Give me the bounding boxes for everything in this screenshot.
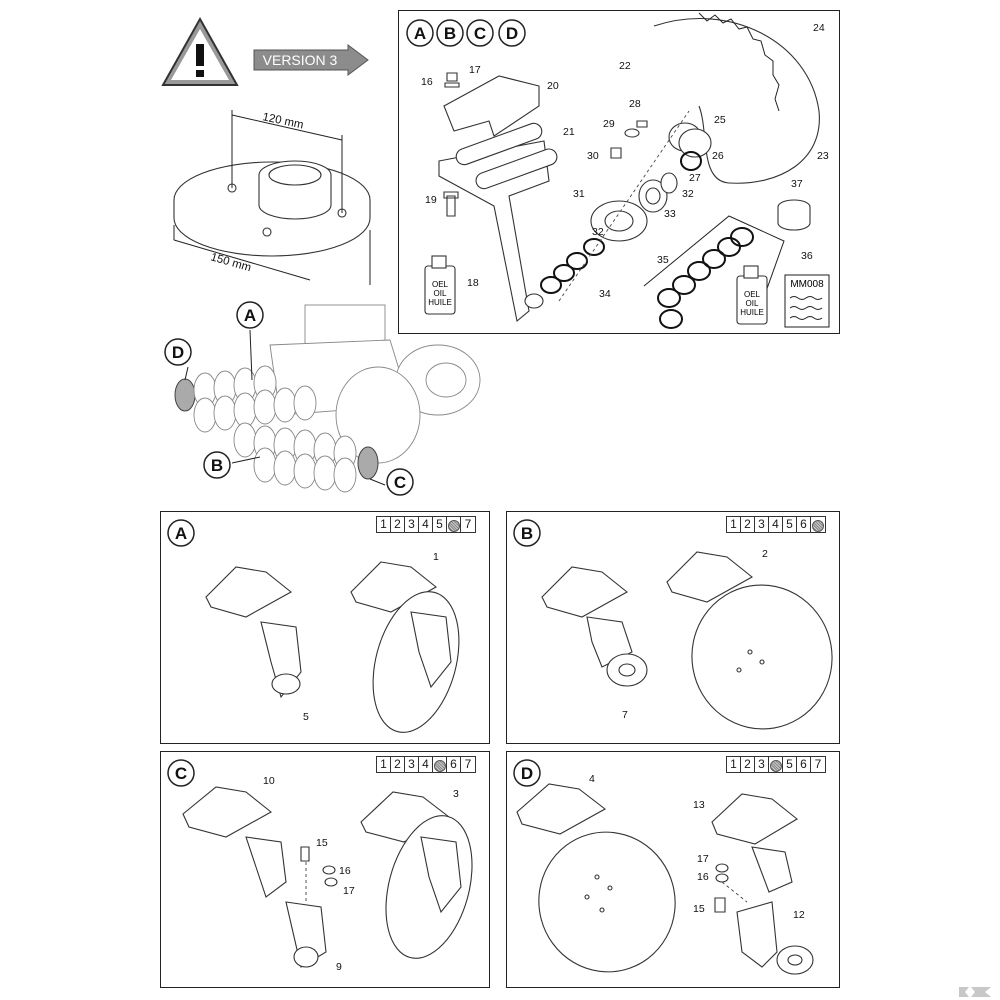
- highlight-marker: [769, 757, 783, 772]
- svg-text:32: 32: [592, 226, 604, 238]
- overview-label-c: C: [394, 473, 406, 492]
- panel-b-letter: B: [521, 524, 533, 543]
- svg-text:7: 7: [622, 709, 628, 721]
- disc-row-rear: [174, 365, 317, 433]
- svg-text:OIL: OIL: [746, 299, 759, 308]
- svg-text:5: 5: [303, 711, 309, 723]
- svg-text:OIL: OIL: [434, 289, 447, 298]
- panel-c-drawing: C 10 3 15 16 17 9: [167, 759, 473, 973]
- svg-text:16: 16: [339, 865, 351, 877]
- variant-letters: A B C D: [406, 19, 526, 47]
- svg-text:OEL: OEL: [432, 280, 449, 289]
- svg-text:27: 27: [689, 172, 701, 184]
- manual-label: MM008: [790, 279, 824, 290]
- svg-text:16: 16: [421, 76, 433, 88]
- svg-text:18: 18: [467, 277, 479, 289]
- svg-text:34: 34: [599, 288, 611, 300]
- version-label: VERSION 3: [263, 52, 338, 68]
- exploded-view-drawing: A B C D: [406, 12, 830, 329]
- tractor-overview: A D B C: [164, 301, 481, 496]
- panel-c-letter: C: [175, 764, 187, 783]
- svg-text:37: 37: [791, 178, 803, 190]
- svg-text:26: 26: [712, 150, 724, 162]
- svg-text:15: 15: [693, 903, 705, 915]
- svg-text:22: 22: [619, 60, 631, 72]
- highlight-marker: [447, 517, 461, 532]
- svg-text:17: 17: [343, 885, 355, 897]
- svg-text:HUILE: HUILE: [740, 308, 764, 317]
- panel-b-drawing: B 2 7: [513, 519, 833, 730]
- disc-row-front: [233, 422, 379, 493]
- svg-text:OEL: OEL: [744, 290, 761, 299]
- svg-text:33: 33: [664, 208, 676, 220]
- svg-text:28: 28: [629, 98, 641, 110]
- svg-text:2: 2: [762, 548, 768, 560]
- overview-label-b: B: [211, 456, 223, 475]
- svg-text:32: 32: [682, 188, 694, 200]
- svg-text:15: 15: [316, 837, 328, 849]
- exploded-view-box: A B C D: [398, 10, 840, 334]
- svg-text:16: 16: [697, 871, 709, 883]
- svg-text:23: 23: [817, 150, 829, 162]
- svg-text:12: 12: [793, 909, 805, 921]
- svg-text:35: 35: [657, 254, 669, 266]
- svg-text:9: 9: [336, 961, 342, 973]
- overview-label-d: D: [172, 343, 184, 362]
- svg-text:3: 3: [453, 788, 459, 800]
- highlight-marker: [433, 757, 447, 772]
- svg-text:B: B: [444, 24, 456, 43]
- svg-text:19: 19: [425, 194, 437, 206]
- warning-triangle-icon: [161, 16, 239, 86]
- svg-text:17: 17: [469, 64, 481, 76]
- panel-d-letter: D: [521, 764, 533, 783]
- svg-text:24: 24: [813, 22, 825, 34]
- svg-text:17: 17: [697, 853, 709, 865]
- svg-text:25: 25: [714, 114, 726, 126]
- svg-text:A: A: [414, 24, 426, 43]
- svg-text:4: 4: [589, 773, 595, 785]
- brand-logo-icon: [959, 987, 991, 997]
- dimension-inner: 120 mm: [261, 111, 304, 131]
- svg-text:20: 20: [547, 80, 559, 92]
- panel-a-letter: A: [175, 524, 187, 543]
- panel-d-drawing: D 4 13 17 16 15 12: [513, 759, 814, 975]
- svg-text:10: 10: [263, 775, 275, 787]
- part-number-labels: 17 16 20 21 19 18 22 24 23 28 29 30 25 2…: [421, 22, 829, 300]
- highlight-marker: [811, 517, 825, 532]
- hub-dimension-drawing: 120 mm 150 mm: [173, 110, 371, 285]
- svg-text:31: 31: [573, 188, 585, 200]
- svg-text:13: 13: [693, 799, 705, 811]
- overview-label-a: A: [244, 306, 256, 325]
- svg-text:36: 36: [801, 250, 813, 262]
- svg-text:1: 1: [433, 551, 439, 563]
- svg-text:HUILE: HUILE: [428, 298, 452, 307]
- svg-text:D: D: [506, 24, 518, 43]
- version-arrow: VERSION 3: [253, 44, 369, 76]
- svg-text:C: C: [474, 24, 486, 43]
- svg-text:30: 30: [587, 150, 599, 162]
- disc-part: [653, 18, 820, 184]
- svg-text:21: 21: [563, 126, 575, 138]
- panel-a-drawing: A 1 5: [167, 519, 460, 733]
- svg-text:29: 29: [603, 118, 615, 130]
